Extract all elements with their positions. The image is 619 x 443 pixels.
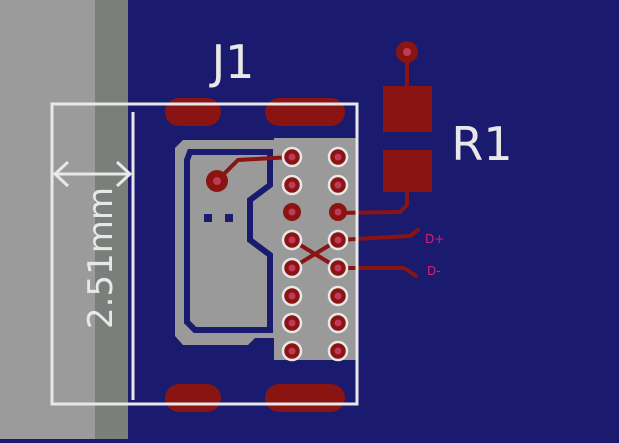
board-edge-strip	[0, 0, 95, 439]
r1-pad-1[interactable]	[383, 86, 432, 132]
dimension-label: 2.51mm	[81, 187, 121, 329]
dimension-arrow	[52, 160, 133, 188]
component-label-r1[interactable]: R1	[451, 117, 512, 171]
j1-silkscreen-outline	[50, 102, 359, 406]
component-label-j1[interactable]: J1	[209, 35, 255, 89]
connector-pins	[206, 41, 418, 362]
pour-pad-2	[198, 275, 242, 321]
pour-clearance	[184, 149, 273, 333]
net-label-dplus: D+	[425, 232, 444, 246]
board-edge-margin	[95, 0, 128, 439]
net-label-dminus: D-	[427, 264, 441, 278]
r1-pad-2[interactable]	[383, 150, 432, 192]
